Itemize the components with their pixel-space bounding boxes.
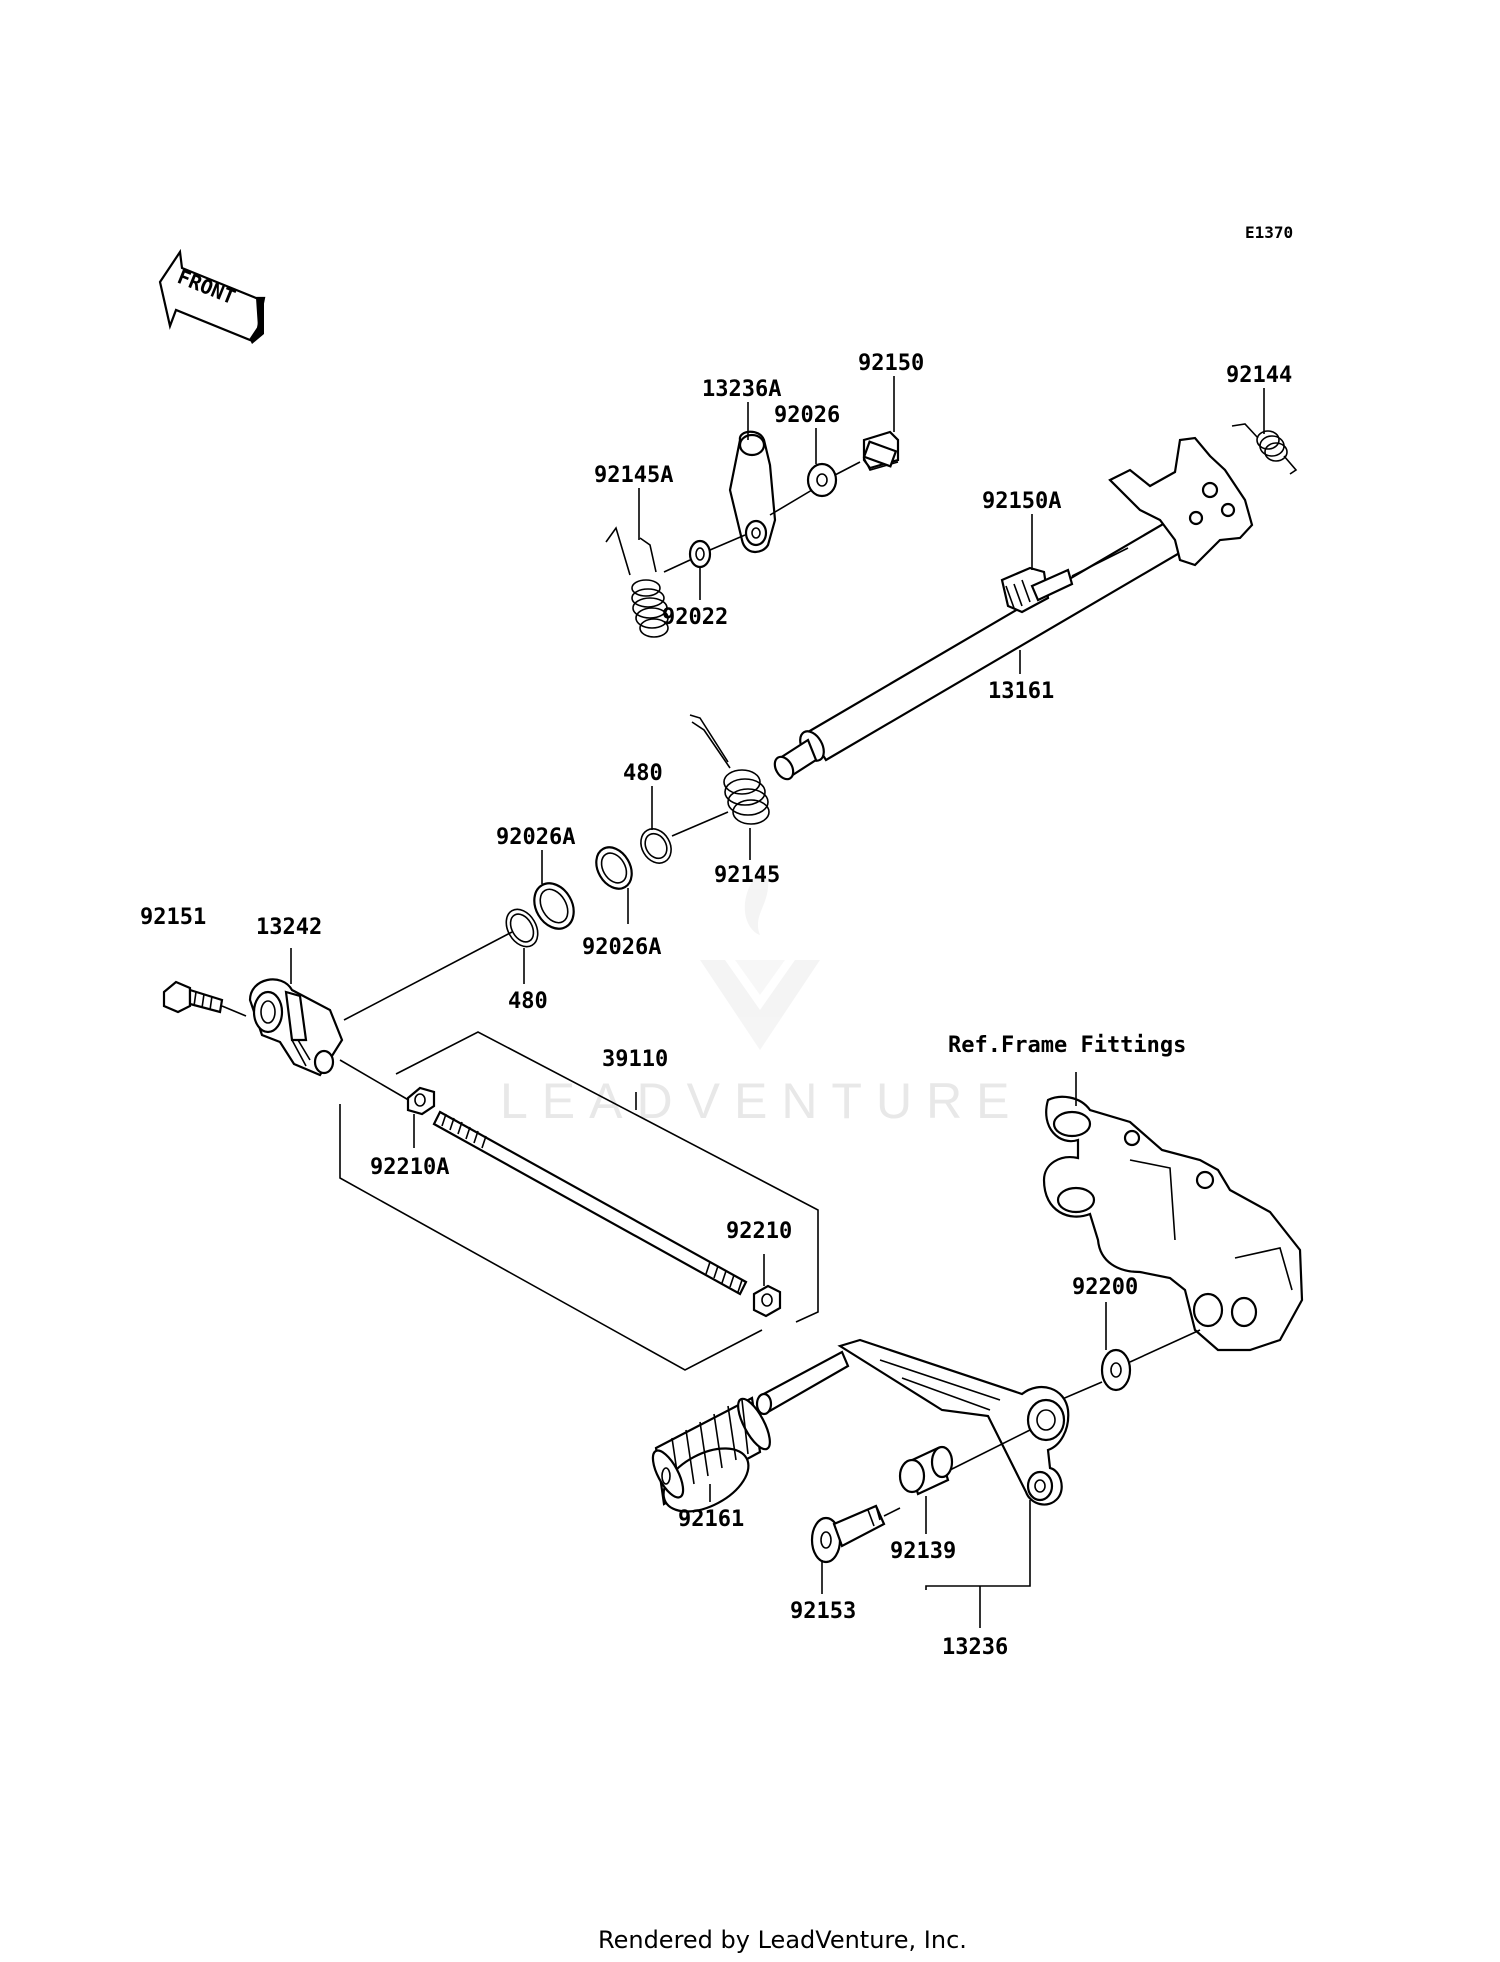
label-13236A: 13236A	[702, 377, 781, 402]
leader-lines	[290, 376, 1265, 1628]
washer-92026A-right-icon	[595, 846, 633, 890]
collar-92139-icon	[898, 1445, 954, 1496]
spring-92145-icon	[689, 714, 770, 825]
label-92151: 92151	[140, 905, 206, 930]
label-92153: 92153	[790, 1599, 856, 1624]
label-92026A-top: 92026A	[496, 825, 575, 850]
watermark-logo	[700, 870, 820, 1050]
label-39110: 39110	[602, 1047, 668, 1072]
washer-92026A-left-icon	[533, 882, 575, 930]
pedal-rubber-92161-icon	[651, 1396, 771, 1513]
front-arrow-icon: FRONT	[158, 248, 266, 344]
label-480-upper: 480	[623, 761, 663, 786]
tie-rod-assembly-bracket	[339, 1031, 819, 1371]
spring-92145A-icon	[605, 526, 669, 638]
label-92139: 92139	[890, 1539, 956, 1564]
label-92200: 92200	[1072, 1275, 1138, 1300]
label-92026A-bottom: 92026A	[582, 935, 661, 960]
label-13242: 13242	[256, 915, 322, 940]
label-92161: 92161	[678, 1507, 744, 1532]
label-92144: 92144	[1226, 363, 1292, 388]
frame-fitting-icon	[1042, 1095, 1304, 1352]
washer-92026-icon	[806, 462, 838, 498]
bolt-92151-icon	[162, 980, 224, 1014]
label-92026: 92026	[774, 403, 840, 428]
label-92210A: 92210A	[370, 1155, 449, 1180]
footer-credit: Rendered by LeadVenture, Inc.	[598, 1926, 967, 1954]
bolt-92150A-icon	[1000, 566, 1074, 614]
nut-92210-icon	[752, 1284, 782, 1318]
diagram-code: E1370	[1245, 223, 1293, 242]
label-92145A: 92145A	[594, 463, 673, 488]
label-92210: 92210	[726, 1219, 792, 1244]
bolt-92150-icon	[862, 430, 900, 471]
spring-92144-icon	[1231, 423, 1298, 475]
shift-lever-13242-icon	[248, 978, 344, 1077]
washer-92022-icon	[688, 539, 712, 569]
shift-pedal-13236-icon	[755, 1338, 1070, 1506]
watermark-text: LEADVENTURE	[500, 1073, 1024, 1129]
label-92150: 92150	[858, 351, 924, 376]
label-13161: 13161	[988, 679, 1054, 704]
label-92022: 92022	[662, 605, 728, 630]
nut-92210A-icon	[406, 1086, 436, 1116]
bolt-92153-icon	[810, 1504, 886, 1564]
circlip-480-lower-icon	[505, 908, 539, 948]
lever-13236A-icon	[728, 430, 777, 553]
label-480-lower: 480	[508, 989, 548, 1014]
tie-rod-39110-icon	[432, 1110, 748, 1296]
label-92150A: 92150A	[982, 489, 1061, 514]
label-13236: 13236	[942, 1635, 1008, 1660]
label-ref-frame-fittings: Ref.Frame Fittings	[948, 1033, 1186, 1058]
circlip-480-upper-icon	[640, 828, 672, 864]
washer-92200-icon	[1100, 1348, 1132, 1392]
label-92145: 92145	[714, 863, 780, 888]
